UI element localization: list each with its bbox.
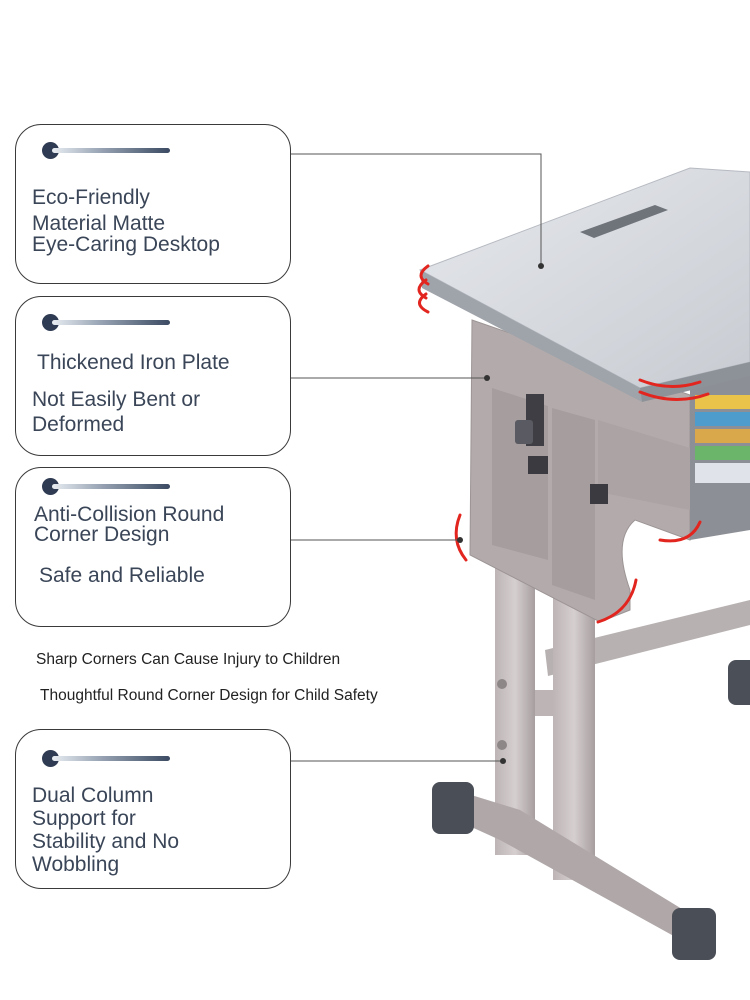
- feature-title: Dual Column Support for Stability and No…: [32, 784, 180, 876]
- bullet-dot-icon: [42, 314, 59, 331]
- highlight-arc: [658, 520, 702, 543]
- feature-subtitle: Safe and Reliable: [39, 564, 205, 587]
- feature-card-round-corner: Anti-Collision Round Corner Design Safe …: [15, 467, 291, 627]
- callout-point: [538, 263, 544, 269]
- slot: [590, 484, 608, 504]
- desktop-surface: [418, 167, 750, 389]
- rear-rail: [545, 600, 750, 676]
- rear-foot-cap: [728, 660, 750, 705]
- leader-line-desktop: [291, 153, 542, 266]
- round-corner-highlights: [417, 264, 710, 624]
- callout-lines: [291, 153, 542, 762]
- pen-groove: [580, 205, 668, 238]
- feature-card-desktop: Eco-Friendly Material Matte Eye-Caring D…: [15, 124, 291, 284]
- base-foot: [445, 790, 700, 945]
- callout-point: [457, 537, 463, 543]
- slot: [528, 456, 548, 474]
- foot-cap-front: [432, 782, 474, 834]
- leg-right: [553, 590, 595, 880]
- accent-bar: [52, 320, 170, 325]
- feature-title: Thickened Iron Plate: [37, 351, 230, 374]
- callout-point: [484, 375, 490, 381]
- book: [695, 412, 750, 426]
- highlight-arc: [419, 264, 430, 286]
- foot-cap-back: [672, 908, 716, 960]
- book: [695, 446, 750, 460]
- leg-hole: [497, 679, 507, 689]
- feature-card-dual-column: Dual Column Support for Stability and No…: [15, 729, 291, 889]
- bullet-dot-icon: [42, 478, 59, 495]
- book: [695, 463, 750, 483]
- accent-bar: [52, 148, 170, 153]
- highlight-arc: [638, 390, 710, 402]
- feature-subtitle: Not Easily Bent or Deformed: [32, 388, 201, 436]
- accent-bar: [52, 756, 170, 761]
- book: [695, 429, 750, 443]
- knob: [515, 420, 533, 444]
- highlight-arc: [596, 578, 638, 624]
- feature-title: Eco-Friendly: [32, 186, 150, 209]
- callout-point: [500, 758, 506, 764]
- feature-card-iron-plate: Thickened Iron Plate Not Easily Bent or …: [15, 296, 291, 456]
- plate-panel: [552, 408, 595, 600]
- caption-sharp-corners: Sharp Corners Can Cause Injury to Childr…: [36, 651, 341, 668]
- highlight-arc: [418, 292, 430, 314]
- caption-round-design: Thoughtful Round Corner Design for Child…: [40, 687, 378, 704]
- highlight-arc: [454, 513, 468, 562]
- leg-hole: [497, 740, 507, 750]
- bullet-dot-icon: [42, 142, 59, 159]
- accent-bar: [52, 484, 170, 489]
- plate-panel: [598, 420, 690, 510]
- desktop-edge: [420, 270, 642, 402]
- highlight-arc: [638, 378, 702, 388]
- book: [695, 395, 750, 409]
- bullet-dot-icon: [42, 750, 59, 767]
- feature-subtitle: Material Matte Eye-Caring Desktop: [32, 212, 220, 256]
- feature-title: Anti-Collision Round Corner Design: [34, 503, 225, 546]
